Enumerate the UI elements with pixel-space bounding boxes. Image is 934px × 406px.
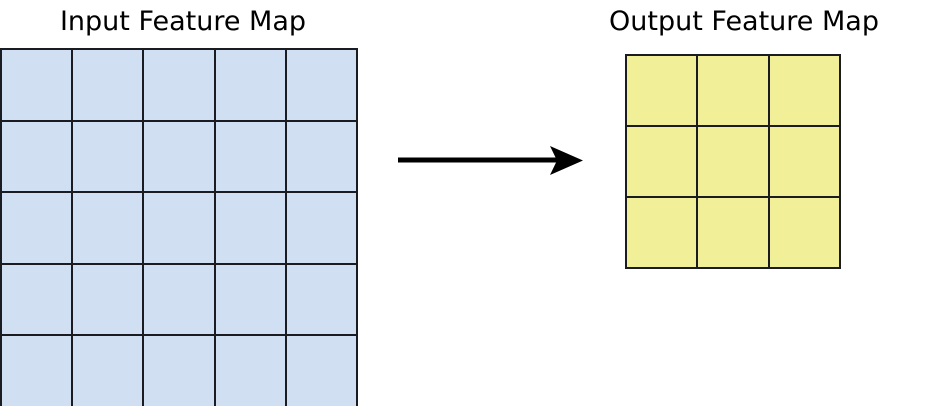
output-feature-map-grid [625,54,841,269]
input-feature-map-grid [0,48,358,406]
input-cell [215,264,285,335]
input-cell [286,50,356,120]
output-cell [627,127,697,196]
output-cell [698,56,768,125]
output-cell [769,56,839,125]
input-feature-map-title: Input Feature Map [59,6,307,37]
input-cell [2,336,72,406]
input-cell [144,193,214,263]
transformation-arrow-icon [398,146,583,175]
input-cell [286,336,356,406]
input-cell [73,121,143,192]
output-cell [698,127,768,196]
input-cell [2,50,72,120]
output-cell [627,56,697,125]
arrow-head [550,146,583,175]
input-cell [73,264,143,335]
input-cell [286,121,356,192]
input-cell [2,264,72,335]
input-cell [144,121,214,192]
input-cell [215,121,285,192]
output-feature-map-title: Output Feature Map [609,6,879,37]
input-cell [286,264,356,335]
input-cell [73,336,143,406]
input-cell [144,336,214,406]
input-cell [144,50,214,120]
input-cell [215,336,285,406]
input-cell [286,193,356,263]
output-cell [627,198,697,267]
input-cell [2,121,72,192]
input-cell [73,50,143,120]
input-cell [73,193,143,263]
input-cell [144,264,214,335]
output-cell [769,127,839,196]
output-cell [769,198,839,267]
input-cell [215,193,285,263]
input-cell [215,50,285,120]
output-cell [698,198,768,267]
input-cell [2,193,72,263]
